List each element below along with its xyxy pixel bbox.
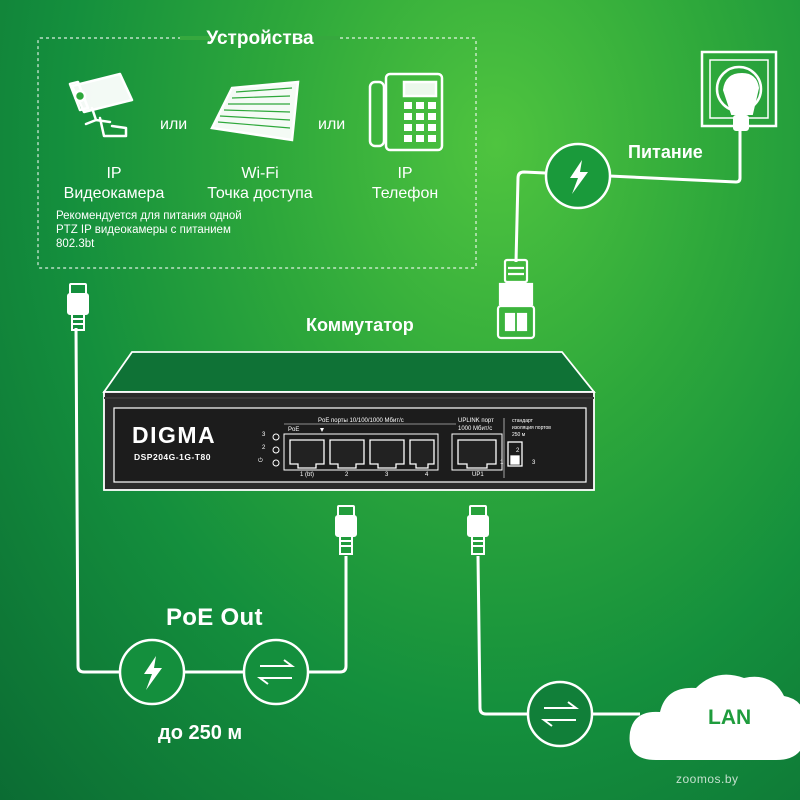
wifi-access-point-icon bbox=[210, 80, 300, 142]
uplink-caption-2: 1000 Мбит/с bbox=[458, 426, 493, 432]
or-label-2: или bbox=[318, 116, 346, 133]
poe-lightning-icon bbox=[144, 656, 162, 690]
distance-label: до 250 м bbox=[158, 722, 243, 744]
data-exchange-icon bbox=[257, 659, 295, 685]
ethernet-ports bbox=[283, 418, 523, 478]
port-label-1: 1 (bt) bbox=[300, 472, 315, 478]
mode-line-1: стандарт bbox=[512, 418, 533, 424]
poe-cable bbox=[74, 327, 348, 674]
lan-label: LAN bbox=[708, 706, 752, 729]
ip-phone-icon bbox=[368, 72, 444, 152]
devices-title: Устройства bbox=[206, 28, 314, 49]
or-label-1: или bbox=[160, 116, 188, 133]
port-label-2: 2 bbox=[345, 472, 349, 478]
uplink-caption-1: UPLINK порт bbox=[458, 418, 494, 424]
lan-cable bbox=[476, 555, 640, 716]
switch-position-1: 1 bbox=[500, 460, 504, 466]
status-leds bbox=[272, 433, 280, 467]
watermark: zoomos.by bbox=[676, 772, 739, 786]
poe-out-label: PoE Out bbox=[166, 604, 263, 631]
lightning-icon bbox=[570, 160, 588, 194]
switch-model: DSP204G-1G-T80 bbox=[134, 452, 211, 462]
cloud-icon bbox=[629, 674, 800, 760]
indicator-label-2: 2 bbox=[262, 445, 266, 451]
port-label-3: 3 bbox=[385, 472, 389, 478]
camera-note: Рекомендуется для питания одной PTZ IP в… bbox=[56, 210, 242, 250]
power-plug-icon bbox=[722, 72, 760, 131]
lan-exchange-icon bbox=[541, 701, 579, 727]
cctv-camera-icon bbox=[68, 72, 134, 138]
port-label-up1: UP1 bbox=[472, 472, 484, 478]
switch-brand: DIGMA bbox=[132, 422, 217, 448]
mode-line-2: изоляция портов bbox=[512, 425, 551, 431]
rj45-connector-middle bbox=[335, 505, 357, 555]
switch-label: Коммутатор bbox=[306, 315, 414, 335]
lan-data-circle bbox=[526, 680, 594, 748]
rj45-connector-right bbox=[467, 505, 489, 555]
power-cable bbox=[514, 130, 742, 263]
poe-data-circle bbox=[242, 638, 310, 706]
poe-ports-caption: PoE порты 10/100/1000 Мбит/с bbox=[318, 418, 404, 424]
switch-position-3: 3 bbox=[532, 460, 536, 466]
power-connector-icon bbox=[496, 258, 536, 340]
indicator-label-3: 3 bbox=[262, 432, 266, 438]
switch-position-2: 2 bbox=[516, 448, 520, 454]
rj45-connector-left bbox=[67, 283, 89, 331]
power-label: Питание bbox=[628, 142, 703, 162]
port-label-4: 4 bbox=[425, 472, 429, 478]
poe-tag: PoE bbox=[288, 427, 300, 433]
mode-line-3: 250 м bbox=[512, 432, 526, 438]
power-indicator-icon: ⏻ bbox=[258, 458, 263, 464]
